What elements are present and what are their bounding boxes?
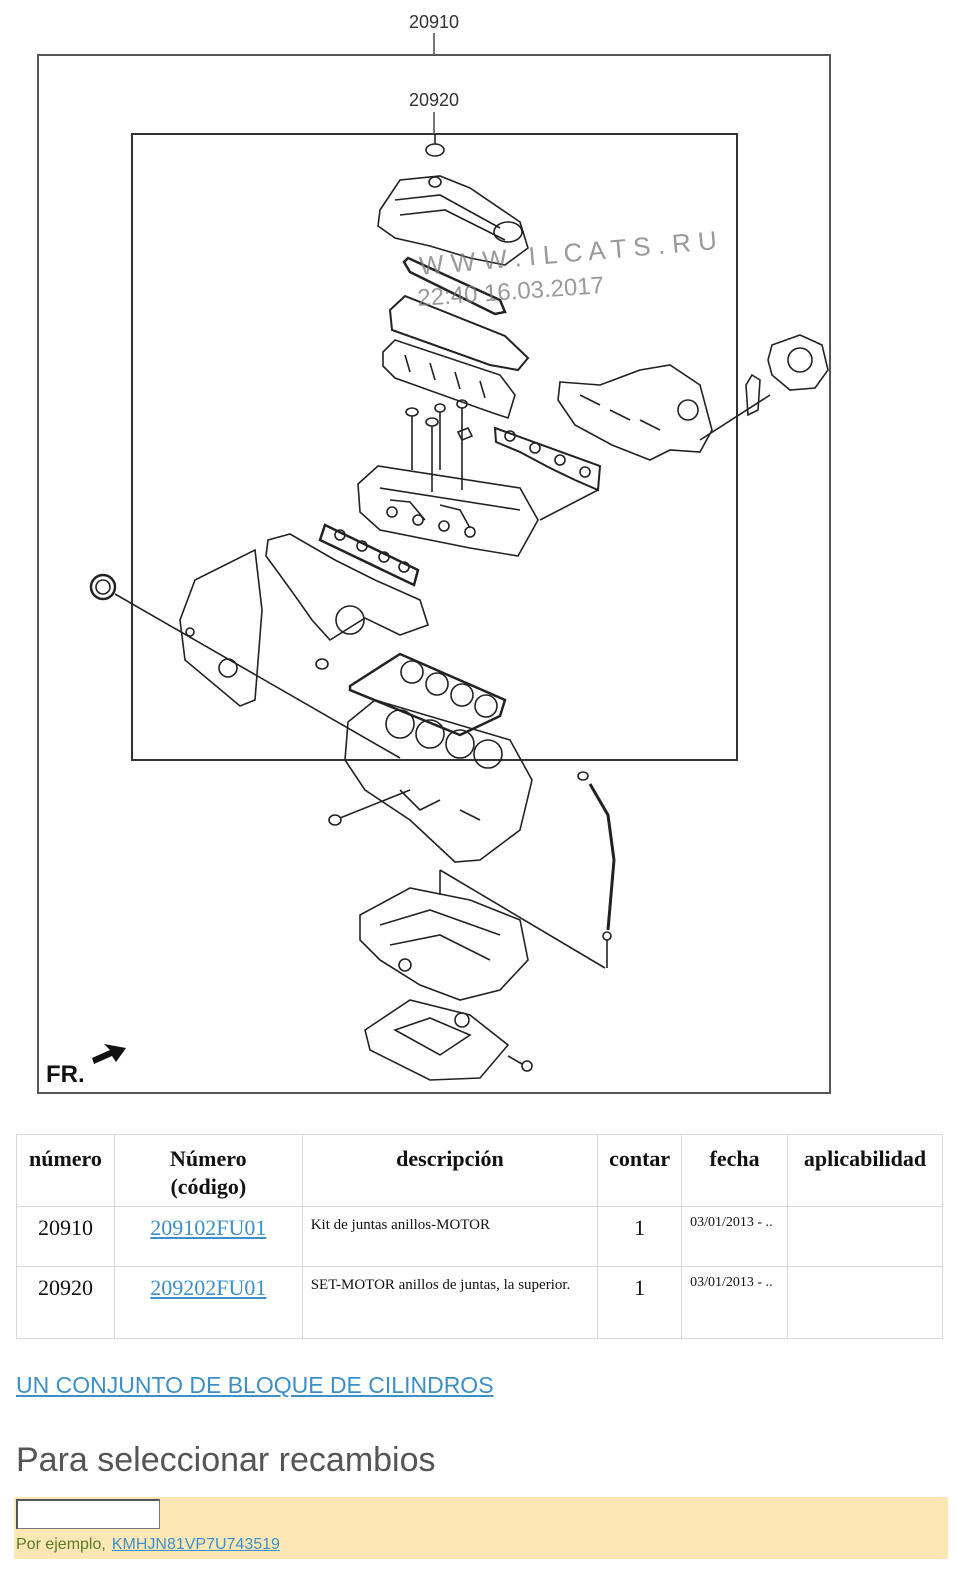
oil-pan-upper xyxy=(359,887,529,1001)
row-numero: 20910 xyxy=(16,1206,115,1267)
front-crank-seal xyxy=(89,573,117,601)
turbo-gasket xyxy=(745,373,761,417)
intake-manifold-gasket xyxy=(318,523,420,587)
cam-carrier-gasket xyxy=(388,294,530,372)
table-header-row: número Número(código) descripción contar… xyxy=(16,1134,943,1207)
row-descripcion: SET-MOTOR anillos de juntas, la superior… xyxy=(301,1266,599,1339)
row-contar: 1 xyxy=(597,1206,683,1267)
outer-frame-label: 20910 xyxy=(409,12,459,32)
watermark-site: W W W . I L C A T S . R U xyxy=(418,225,718,281)
dipstick-seal xyxy=(577,771,589,781)
vin-example-link[interactable]: KMHJN81VP7U743519 xyxy=(111,1536,280,1553)
group-link[interactable]: UN CONJUNTO DE BLOQUE DE CILINDROS xyxy=(16,1372,494,1398)
vin-input[interactable] xyxy=(16,1499,160,1529)
intake-manifold xyxy=(265,533,429,642)
table-row: 20920 209202FU01 SET-MOTOR anillos de ju… xyxy=(16,1266,943,1339)
cylinder-block xyxy=(344,699,533,863)
part-code-link[interactable]: 209102FU01 xyxy=(150,1215,267,1240)
table-row: 20910 209102FU01 Kit de juntas anillos-M… xyxy=(16,1206,943,1267)
vin-search-bar: Por ejemplo,KMHJN81VP7U743519 xyxy=(14,1497,948,1559)
inner-frame-label: 20920 xyxy=(409,90,459,110)
oil-filler-seal xyxy=(425,143,445,157)
row-contar: 1 xyxy=(597,1266,683,1339)
exhaust-manifold-gasket xyxy=(493,426,602,492)
row-aplicabilidad xyxy=(787,1206,943,1267)
parts-diagram: 20910 20920 W W W . I L C A T S . R U 22… xyxy=(37,12,831,1094)
header-aplicabilidad: aplicabilidad xyxy=(787,1134,943,1207)
header-fecha: fecha xyxy=(681,1134,789,1207)
head-bolts xyxy=(405,399,474,492)
timing-cover xyxy=(179,548,263,707)
select-parts-heading: Para seleccionar recambios xyxy=(16,1441,436,1479)
header-codigo: Número(código) xyxy=(113,1134,303,1207)
header-contar: contar xyxy=(597,1134,683,1207)
row-fecha: 03/01/2013 - .. xyxy=(681,1266,789,1339)
row-descripcion: Kit de juntas anillos-MOTOR xyxy=(301,1206,599,1267)
inner-frame xyxy=(131,133,738,761)
exhaust-manifold xyxy=(557,364,713,461)
turbocharger xyxy=(767,334,829,391)
row-aplicabilidad xyxy=(787,1266,943,1339)
front-label: FR. xyxy=(46,1061,85,1088)
header-numero: número xyxy=(16,1134,115,1207)
vin-example: Por ejemplo,KMHJN81VP7U743519 xyxy=(16,1536,280,1553)
cam-carrier xyxy=(382,339,516,420)
row-fecha: 03/01/2013 - .. xyxy=(681,1206,789,1267)
cylinder-head-gasket xyxy=(348,652,507,737)
valve-cover-gasket xyxy=(402,256,507,316)
header-descripcion: descripción xyxy=(301,1134,599,1207)
cylinder-head xyxy=(357,465,539,557)
oil-pan-lower xyxy=(364,999,510,1081)
parts-table: número Número(código) descripción contar… xyxy=(16,1134,943,1339)
front-arrow-icon xyxy=(92,1044,126,1064)
row-numero: 20920 xyxy=(16,1266,115,1339)
dipstick-tube xyxy=(588,783,616,931)
part-code-link[interactable]: 209202FU01 xyxy=(150,1275,267,1300)
